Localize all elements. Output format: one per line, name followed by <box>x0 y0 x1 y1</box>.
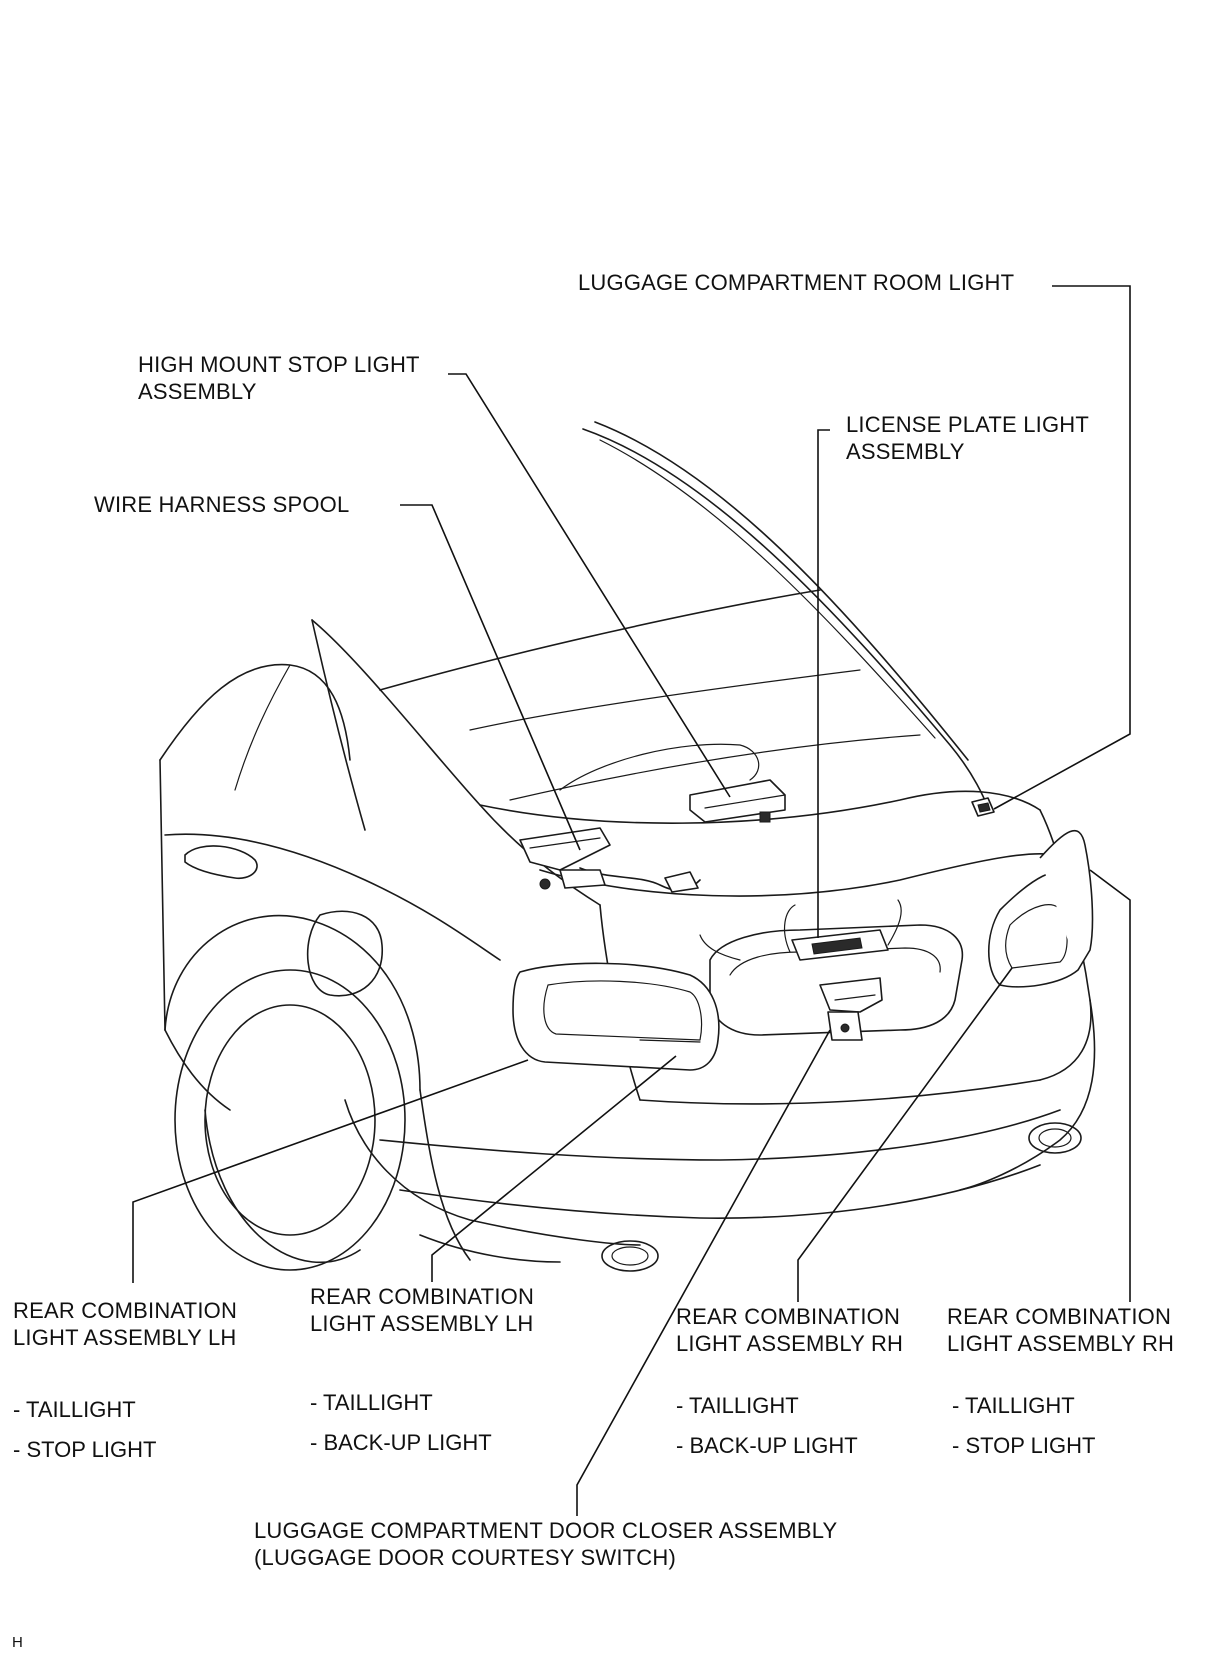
label-rear-lh-outer-line1: REAR COMBINATION <box>13 1298 238 1323</box>
label-rear-lh-inner-line2: LIGHT ASSEMBLY LH <box>310 1311 534 1336</box>
function-taillight: - TAILLIGHT <box>310 1390 433 1415</box>
label-high-mount-line1: HIGH MOUNT STOP LIGHT <box>138 352 420 377</box>
label-rear-rh-inner: REAR COMBINATION LIGHT ASSEMBLY RH <box>676 1303 903 1357</box>
label-rear-lh-outer-line2: LIGHT ASSEMBLY LH <box>13 1325 237 1350</box>
rh-rear-lamp-part <box>987 829 1094 988</box>
function-back-up-light: - BACK-UP LIGHT <box>676 1433 858 1458</box>
label-rear-lh-inner-line1: REAR COMBINATION <box>310 1284 535 1309</box>
label-spool: WIRE HARNESS SPOOL <box>94 491 349 518</box>
leader-license-plate <box>817 429 830 938</box>
lh-rear-lamp-part <box>512 962 720 1071</box>
label-rear-lh-inner: REAR COMBINATION LIGHT ASSEMBLY LH <box>310 1283 534 1337</box>
leader-rear-rh-outer <box>1089 869 1131 1302</box>
leader-lines <box>132 285 1131 1516</box>
label-rear-rh-outer-line1: REAR COMBINATION <box>947 1304 1172 1329</box>
door-closer-part <box>819 977 883 1041</box>
functions-rear-lh-outer: - TAILLIGHT - STOP LIGHT <box>13 1390 156 1470</box>
label-room-light: LUGGAGE COMPARTMENT ROOM LIGHT <box>578 269 1014 296</box>
function-back-up-light: - BACK-UP LIGHT <box>310 1430 492 1455</box>
label-rear-rh-inner-line2: LIGHT ASSEMBLY RH <box>676 1331 904 1356</box>
figure-code: H <box>12 1634 24 1651</box>
label-license-plate-line2: ASSEMBLY <box>846 439 965 464</box>
label-rear-rh-outer-line2: LIGHT ASSEMBLY RH <box>947 1331 1175 1356</box>
leader-rear-rh-inner <box>797 967 1013 1302</box>
label-door-closer-line1: LUGGAGE COMPARTMENT DOOR CLOSER ASSEMBLY <box>254 1518 838 1543</box>
label-rear-lh-outer: REAR COMBINATION LIGHT ASSEMBLY LH <box>13 1297 237 1351</box>
high-mount-stop-light-part <box>559 743 786 823</box>
label-license-plate-line1: LICENSE PLATE LIGHT <box>846 412 1090 437</box>
label-rear-rh-inner-line1: REAR COMBINATION <box>676 1304 901 1329</box>
label-door-closer: LUGGAGE COMPARTMENT DOOR CLOSER ASSEMBLY… <box>254 1517 837 1571</box>
leader-door-closer <box>576 1029 831 1516</box>
leader-spool <box>400 504 581 851</box>
function-stop-light: - STOP LIGHT <box>13 1437 157 1462</box>
function-taillight: - TAILLIGHT <box>13 1397 136 1422</box>
room-light-part <box>971 797 995 817</box>
functions-rear-rh-inner: - TAILLIGHT - BACK-UP LIGHT <box>676 1386 858 1466</box>
label-door-closer-line2: (LUGGAGE DOOR COURTESY SWITCH) <box>254 1545 677 1570</box>
label-room-light-text: LUGGAGE COMPARTMENT ROOM LIGHT <box>578 270 1015 295</box>
leader-rear-lh-outer <box>132 1059 529 1283</box>
label-license-plate: LICENSE PLATE LIGHT ASSEMBLY <box>846 411 1089 465</box>
functions-rear-rh-outer: - TAILLIGHT - STOP LIGHT <box>952 1386 1095 1466</box>
label-high-mount-line2: ASSEMBLY <box>138 379 257 404</box>
leader-rear-lh-inner <box>431 1055 677 1282</box>
leader-room-light <box>993 285 1131 810</box>
leader-high-mount <box>448 373 731 798</box>
license-plate-light-part <box>699 899 902 961</box>
label-high-mount: HIGH MOUNT STOP LIGHT ASSEMBLY <box>138 351 420 405</box>
wire-harness-spool-part <box>519 827 701 893</box>
function-taillight: - TAILLIGHT <box>952 1393 1075 1418</box>
function-taillight: - TAILLIGHT <box>676 1393 799 1418</box>
label-spool-text: WIRE HARNESS SPOOL <box>94 492 350 517</box>
functions-rear-lh-inner: - TAILLIGHT - BACK-UP LIGHT <box>310 1383 492 1463</box>
car-body-outline <box>159 421 1096 1272</box>
label-rear-rh-outer: REAR COMBINATION LIGHT ASSEMBLY RH <box>947 1303 1174 1357</box>
function-stop-light: - STOP LIGHT <box>952 1433 1096 1458</box>
